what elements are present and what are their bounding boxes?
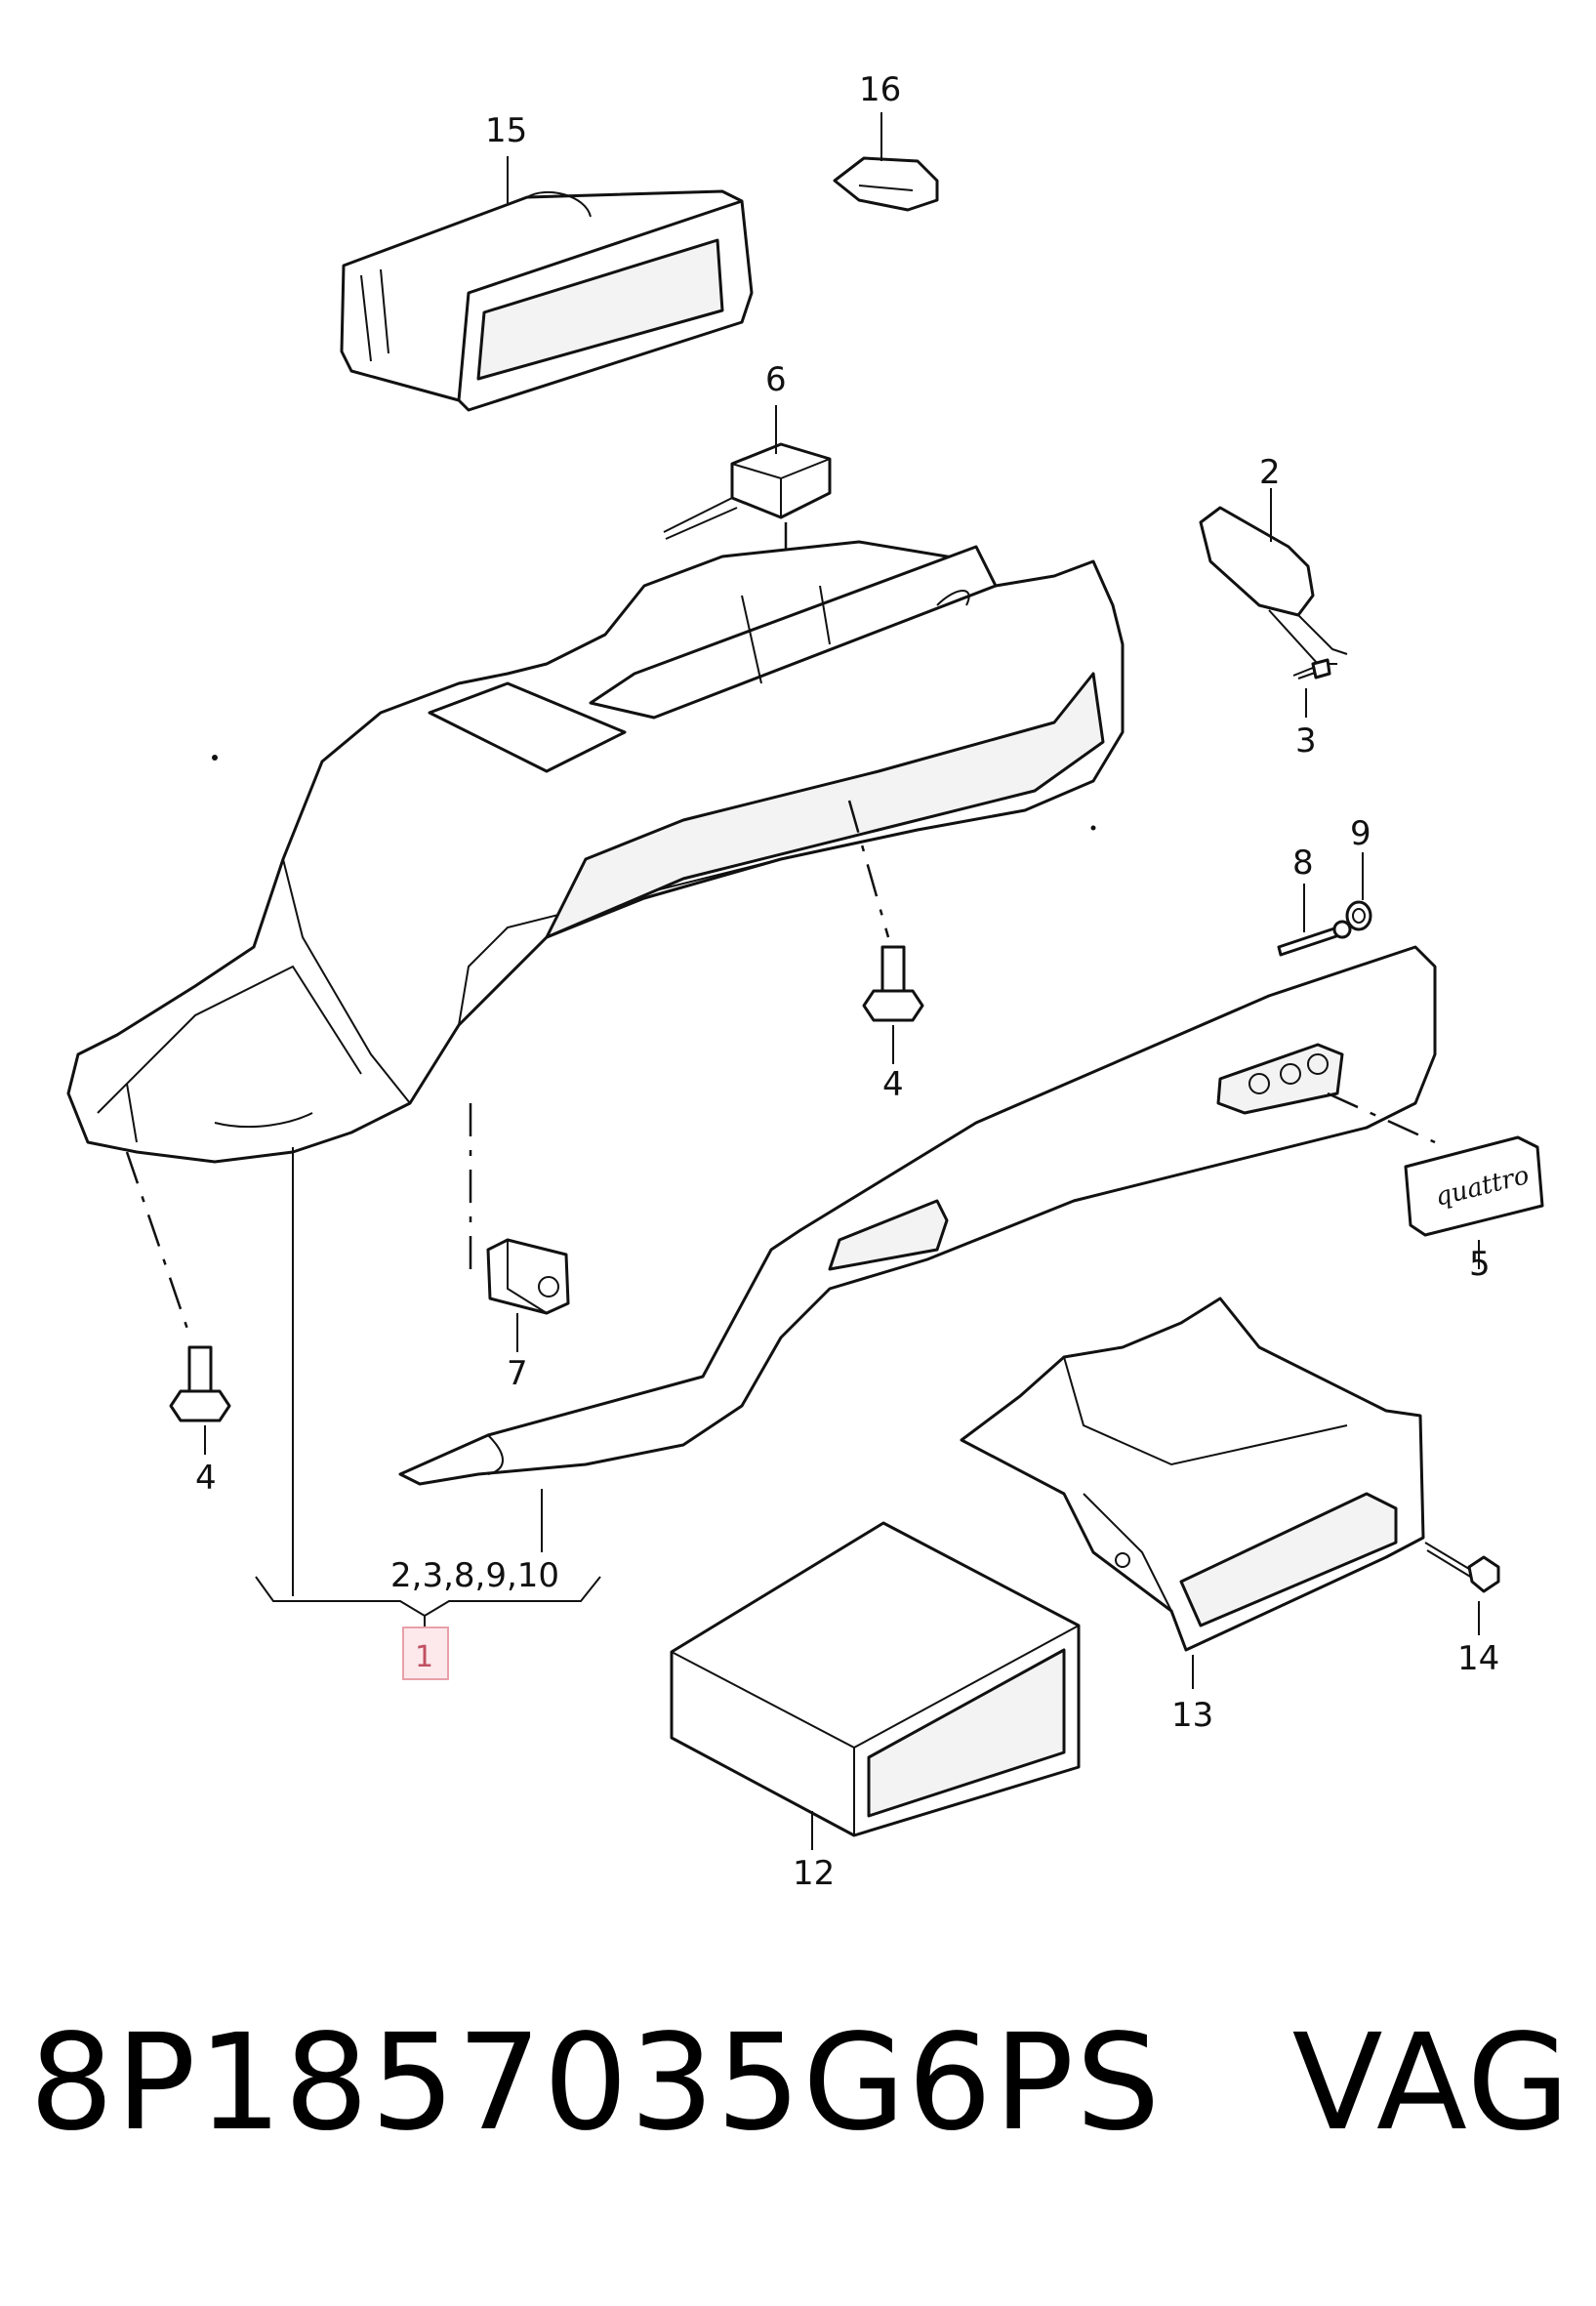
callout-7: 7: [507, 1354, 528, 1393]
part-4-bolt-center: [862, 945, 924, 1022]
callout-5: 5: [1469, 1245, 1491, 1284]
callout-group: 2,3,8,9,10: [390, 1556, 559, 1595]
callout-15: 15: [485, 111, 527, 150]
callout-13: 13: [1171, 1696, 1213, 1735]
callout-3: 3: [1295, 721, 1317, 761]
part-10-lid: [398, 945, 1437, 1486]
callout-12: 12: [793, 1854, 835, 1893]
callout-4-left: 4: [195, 1459, 217, 1498]
part-6-switch: [663, 442, 832, 540]
callout-6: 6: [765, 360, 787, 399]
part-13-bracket: [960, 1297, 1425, 1652]
brand-name: VAG: [1291, 2006, 1572, 2161]
part-3-screw: [1292, 658, 1331, 679]
callout-1-highlight: [402, 1627, 449, 1680]
part-8-pin: [1277, 920, 1352, 957]
part-16-clip: [833, 156, 939, 212]
stray-dot: [1090, 825, 1096, 831]
part-2-lock-mechanism: [1199, 506, 1348, 665]
part-4-bolt-left: [169, 1345, 231, 1422]
callout-16: 16: [859, 70, 901, 109]
callout-14: 14: [1457, 1639, 1499, 1678]
callout-4-center: 4: [882, 1065, 904, 1104]
part-12-storage-tray: [670, 1521, 1081, 1837]
exploded-parts-diagram: 15 16 6 2: [66, 70, 1544, 1893]
part-7-clip-nut: [486, 1238, 570, 1315]
part-1-glovebox-housing: [66, 540, 1125, 1164]
assembly-line-5: [1327, 1091, 1436, 1144]
part-5-quattro-badge: quattro: [1404, 1135, 1544, 1237]
assembly-line-4-center: [847, 800, 890, 938]
callout-9: 9: [1350, 814, 1371, 853]
part-9-spring: [1345, 900, 1372, 931]
footer: 8P1857035G6PS VAG: [29, 2006, 1572, 2172]
callout-1: 1: [415, 1640, 433, 1674]
callout-2: 2: [1259, 453, 1281, 492]
stray-dot: [212, 755, 218, 761]
part-15-storage-box: [340, 189, 754, 412]
callout-8: 8: [1292, 844, 1314, 883]
part-14-screw: [1424, 1542, 1500, 1593]
assembly-line-1: [125, 1151, 192, 1338]
part-number: 8P1857035G6PS: [29, 2006, 1163, 2161]
